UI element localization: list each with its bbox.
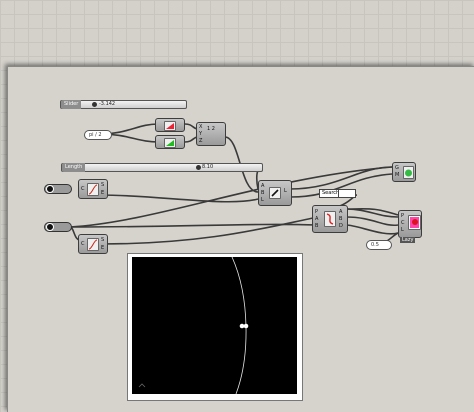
merge-port-x[interactable]: X xyxy=(199,124,203,130)
display-port-m[interactable]: M xyxy=(395,172,400,178)
line-icon xyxy=(164,138,176,148)
branch-port-b[interactable]: B xyxy=(315,223,319,229)
unit-x-component[interactable] xyxy=(155,118,185,132)
sine-curve-icon xyxy=(87,183,99,196)
branch-port-d-out[interactable]: D xyxy=(339,223,343,229)
evaluate-component[interactable]: P A B A B D xyxy=(312,205,348,233)
sine-curve-icon xyxy=(87,238,99,251)
line-sdl-component[interactable]: A B L L xyxy=(258,180,292,206)
toggle-bottom[interactable] xyxy=(44,222,72,232)
lazy-port-l[interactable]: L xyxy=(401,227,404,233)
lazy-color-component[interactable]: P C L xyxy=(398,210,422,238)
dial-icon xyxy=(46,223,54,231)
number-panel[interactable]: 0.5 xyxy=(366,240,392,250)
preview-geometry xyxy=(138,256,249,395)
slider-value: -3.142 xyxy=(99,101,116,107)
angle-slider[interactable]: Slider -3.142 xyxy=(60,100,187,109)
branch-port-a-out[interactable]: A xyxy=(339,209,343,215)
pen-port-b[interactable]: B xyxy=(261,190,265,196)
slider-value: 8.10 xyxy=(202,164,214,170)
dial-icon xyxy=(46,185,54,193)
curve-port-s[interactable]: S xyxy=(101,237,105,243)
slider-knob[interactable] xyxy=(196,165,201,170)
graph-mapper-top[interactable]: C S E xyxy=(78,179,108,199)
slider-label: Slider xyxy=(61,100,82,109)
search-label: Search xyxy=(322,190,340,196)
branch-port-p[interactable]: P xyxy=(315,209,319,215)
lazy-port-p[interactable]: P xyxy=(401,213,405,219)
curve-port-e[interactable]: E xyxy=(101,245,105,251)
sphere-icon xyxy=(403,166,414,179)
construct-point-component[interactable]: X Y Z 1 2 xyxy=(196,122,226,146)
search-input[interactable] xyxy=(338,189,356,198)
length-slider[interactable]: Length 8.10 xyxy=(61,163,263,172)
pen-port-l-out[interactable]: L xyxy=(284,188,287,194)
unit-y-component[interactable] xyxy=(155,135,185,149)
display-port-g[interactable]: G xyxy=(395,165,399,171)
pen-port-a[interactable]: A xyxy=(261,183,265,189)
preview-viewport[interactable] xyxy=(132,256,297,395)
slider-label: Length xyxy=(62,163,86,172)
lazy-color-icon xyxy=(408,215,421,230)
pen-icon xyxy=(269,187,281,199)
curve-port-e[interactable]: E xyxy=(101,190,105,196)
preview-window[interactable] xyxy=(127,253,303,401)
custom-preview-component[interactable]: G M xyxy=(392,162,416,182)
curve-port-s[interactable]: S xyxy=(101,182,105,188)
lazy-badge: Lazy xyxy=(400,237,416,243)
pen-port-l[interactable]: L xyxy=(261,197,264,203)
expression-panel[interactable]: pi / 2 xyxy=(84,130,112,140)
merge-port-y[interactable]: Y xyxy=(199,131,203,137)
swirl-icon xyxy=(324,211,336,227)
merge-port-z[interactable]: Z xyxy=(199,138,203,144)
slider-knob[interactable] xyxy=(92,102,97,107)
ramp-icon xyxy=(164,121,176,131)
grasshopper-canvas[interactable]: Slider -3.142 pi / 2 X Y Z 1 2 Length 8.… xyxy=(7,66,474,412)
toggle-top[interactable] xyxy=(44,184,72,194)
graph-mapper-bottom[interactable]: C S E xyxy=(78,234,108,254)
branch-port-b-out[interactable]: B xyxy=(339,216,343,222)
merge-symbol: 1 2 xyxy=(207,126,215,132)
branch-port-a[interactable]: A xyxy=(315,216,319,222)
curve-port-c[interactable]: C xyxy=(81,241,85,247)
curve-port-c[interactable]: C xyxy=(81,186,85,192)
lazy-port-c[interactable]: C xyxy=(401,220,405,226)
